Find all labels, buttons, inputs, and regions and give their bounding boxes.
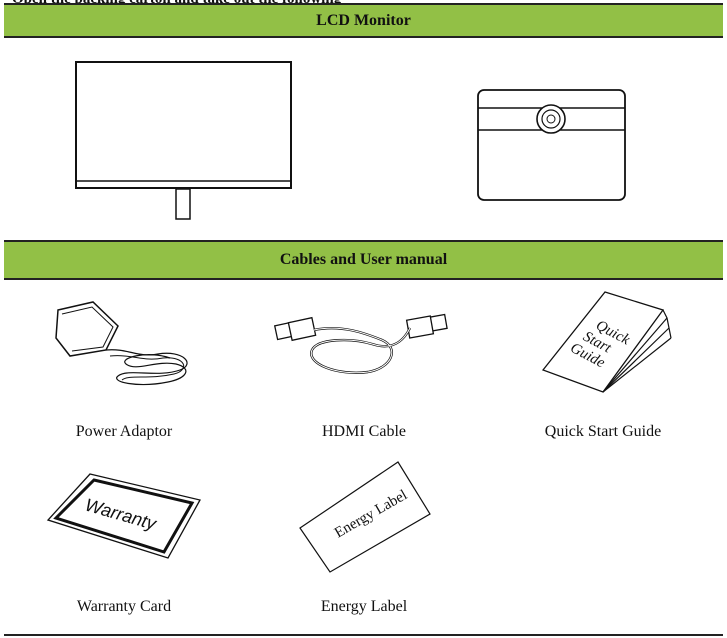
monitor-stand-base-illustration xyxy=(477,89,626,201)
caption-energy-label: Energy Label xyxy=(320,598,408,615)
caption-hdmi-cable: HDMI Cable xyxy=(322,423,406,440)
monitor-front-illustration xyxy=(75,61,292,220)
warranty-card-illustration: Warranty xyxy=(46,473,201,559)
section-header-lcd-monitor: LCD Monitor xyxy=(4,3,723,38)
section-title: LCD Monitor xyxy=(316,11,411,29)
section-title: Cables and User manual xyxy=(279,251,448,268)
power-adaptor-illustration xyxy=(55,301,188,386)
section-header-cables: Cables and User manual xyxy=(4,240,723,280)
caption-quick-start-guide: Quick Start Guide xyxy=(544,423,662,440)
caption-power-adaptor: Power Adaptor xyxy=(75,423,173,440)
caption-warranty-card: Warranty Card xyxy=(76,598,172,615)
quick-start-guide-illustration: Quick Start Guide xyxy=(541,291,672,393)
hdmi-cable-illustration xyxy=(273,313,448,374)
energy-label-illustration: Energy Label xyxy=(299,461,431,573)
bottom-divider xyxy=(4,634,723,636)
